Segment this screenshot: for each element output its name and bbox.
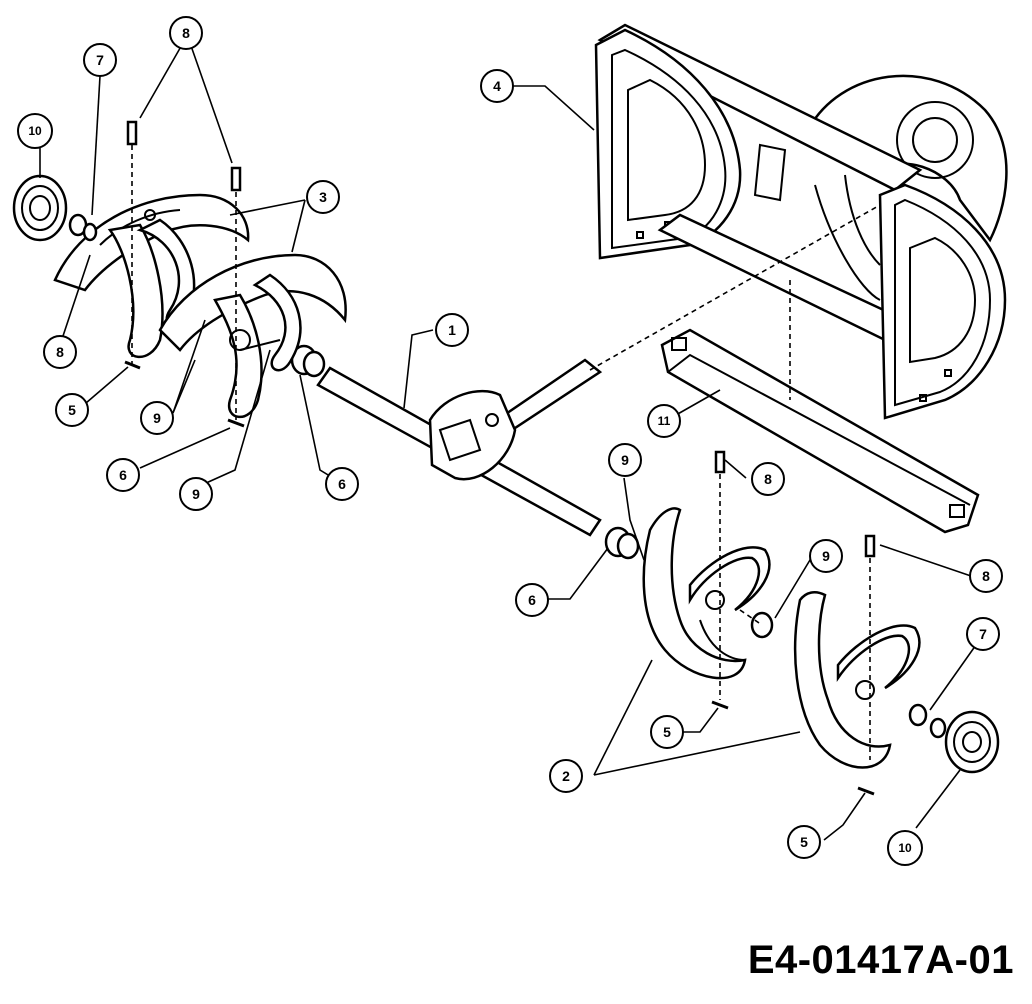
spacer-right-2: [750, 611, 774, 639]
svg-text:10: 10: [898, 841, 912, 855]
svg-text:1: 1: [448, 322, 456, 338]
auger-spiral-left-inner: [158, 253, 347, 419]
callout-8-c: 8: [751, 462, 785, 496]
svg-text:7: 7: [96, 52, 104, 68]
svg-text:5: 5: [68, 402, 76, 418]
svg-text:9: 9: [192, 486, 200, 502]
callout-8-d: 8: [969, 559, 1003, 593]
auger-spiral-right-inner: [642, 507, 771, 680]
svg-text:5: 5: [800, 834, 808, 850]
auger-shaft: [316, 358, 603, 537]
leader-lines: [39, 42, 984, 841]
callout-6-c: 6: [515, 583, 549, 617]
svg-text:11: 11: [658, 414, 671, 428]
callout-7-a: 7: [83, 43, 117, 77]
svg-text:8: 8: [56, 344, 64, 360]
svg-text:6: 6: [119, 467, 127, 483]
svg-text:8: 8: [982, 568, 990, 584]
bolts-right: [714, 450, 876, 760]
auger-spiral-right-outer: [793, 591, 921, 769]
svg-text:2: 2: [562, 768, 570, 784]
svg-text:10: 10: [28, 124, 42, 138]
callout-5-c: 5: [787, 825, 821, 859]
callout-10-b: 10: [887, 830, 923, 866]
end-cap-left: [12, 174, 98, 242]
svg-text:9: 9: [621, 452, 629, 468]
callout-9-a: 9: [140, 401, 174, 435]
callout-4: 4: [480, 69, 514, 103]
svg-text:8: 8: [764, 471, 772, 487]
svg-text:3: 3: [319, 189, 327, 205]
spacer-left: [290, 344, 326, 378]
callout-8-b: 8: [43, 335, 77, 369]
auger-housing: [594, 23, 1008, 420]
callout-9-c: 9: [608, 443, 642, 477]
callout-9-b: 9: [179, 477, 213, 511]
svg-text:4: 4: [493, 78, 501, 94]
callout-3: 3: [306, 180, 340, 214]
callout-6-b: 6: [325, 467, 359, 501]
alignment-lines: [589, 204, 881, 626]
auger-spiral-left-outer: [53, 193, 250, 359]
svg-text:9: 9: [153, 410, 161, 426]
drawing-number: E4-01417A-01: [747, 938, 1014, 982]
callout-2: 2: [549, 759, 583, 793]
shave-plate: [660, 328, 980, 534]
callout-10-a: 10: [17, 113, 53, 149]
callout-8-a: 8: [169, 16, 203, 50]
callout-5-b: 5: [650, 715, 684, 749]
callout-7-b: 7: [966, 617, 1000, 651]
callout-1: 1: [435, 313, 469, 347]
svg-text:8: 8: [182, 25, 190, 41]
spacer-right: [604, 526, 640, 560]
callout-6-a: 6: [106, 458, 140, 492]
callout-5-a: 5: [55, 393, 89, 427]
bolts-left: [126, 120, 242, 420]
svg-text:5: 5: [663, 724, 671, 740]
svg-text:9: 9: [822, 548, 830, 564]
shear-pins: [124, 360, 875, 796]
end-cap-right: [908, 703, 1000, 774]
svg-text:6: 6: [528, 592, 536, 608]
svg-text:7: 7: [979, 626, 987, 642]
svg-text:6: 6: [338, 476, 346, 492]
callout-9-d: 9: [809, 539, 843, 573]
callout-11: 11: [647, 404, 681, 438]
